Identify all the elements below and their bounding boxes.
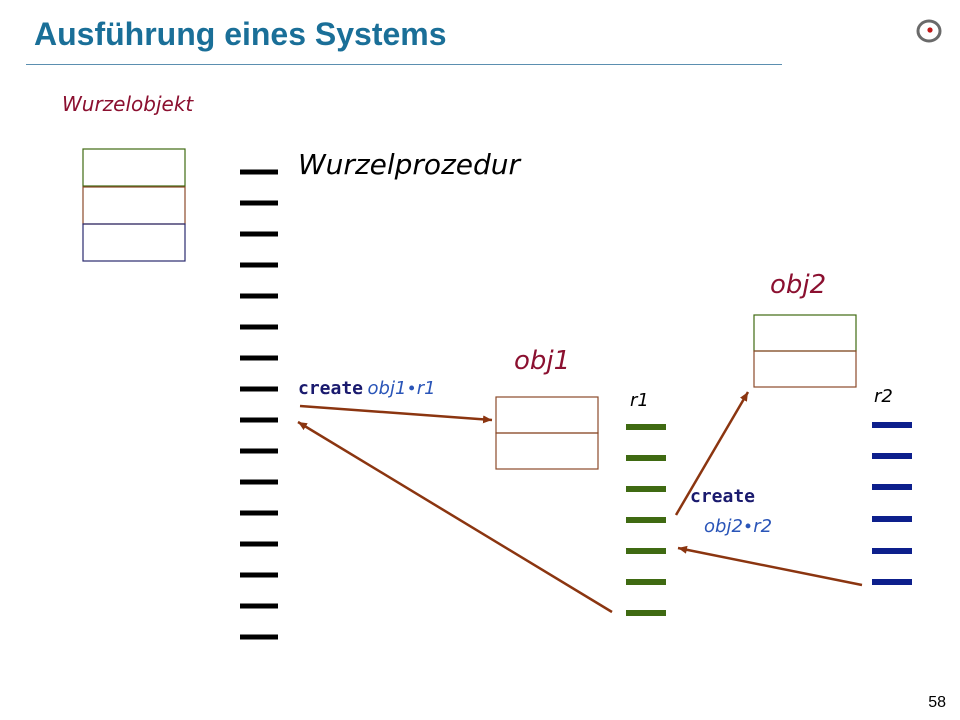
root-object-label: Wurzelobjekt (62, 92, 194, 116)
create-obj2-keyword-line: create (690, 486, 755, 507)
slide-title: Ausführung eines Systems (34, 16, 447, 52)
arrow-create-obj1 (299, 404, 493, 424)
root-procedure-label: Wurzelprozedur (298, 148, 521, 181)
r1-label: r1 (630, 390, 649, 411)
create-obj2-call: obj2•r2 (704, 516, 772, 537)
root-object-box (82, 148, 186, 262)
create-keyword: create (690, 486, 756, 507)
arrow-return-root (297, 420, 613, 614)
title-underline (26, 64, 782, 65)
r1-routine-stack (626, 424, 666, 616)
obj1-label: obj1 (514, 346, 571, 376)
page-number: 58 (928, 694, 946, 711)
create-keyword: create (298, 378, 364, 399)
create-obj1-call: create obj1•r1 (298, 378, 436, 399)
eiffel-logo-icon (916, 19, 942, 43)
feature-dot-icon: • (744, 516, 752, 536)
arrow-create-obj2 (674, 391, 750, 516)
feature-dot-icon: • (408, 378, 415, 398)
obj1-reference: obj1 (367, 378, 407, 399)
obj1-box (495, 396, 599, 470)
r2-routine-stack (872, 422, 912, 585)
r1-reference: r1 (416, 378, 436, 399)
obj2-label: obj2 (770, 270, 827, 300)
arrow-return-r1 (677, 545, 863, 587)
obj2-box (753, 314, 857, 388)
root-procedure-stack (240, 169, 278, 640)
r2-reference: r2 (753, 516, 773, 537)
obj2-reference: obj2 (704, 516, 743, 537)
r2-label: r2 (874, 386, 893, 407)
